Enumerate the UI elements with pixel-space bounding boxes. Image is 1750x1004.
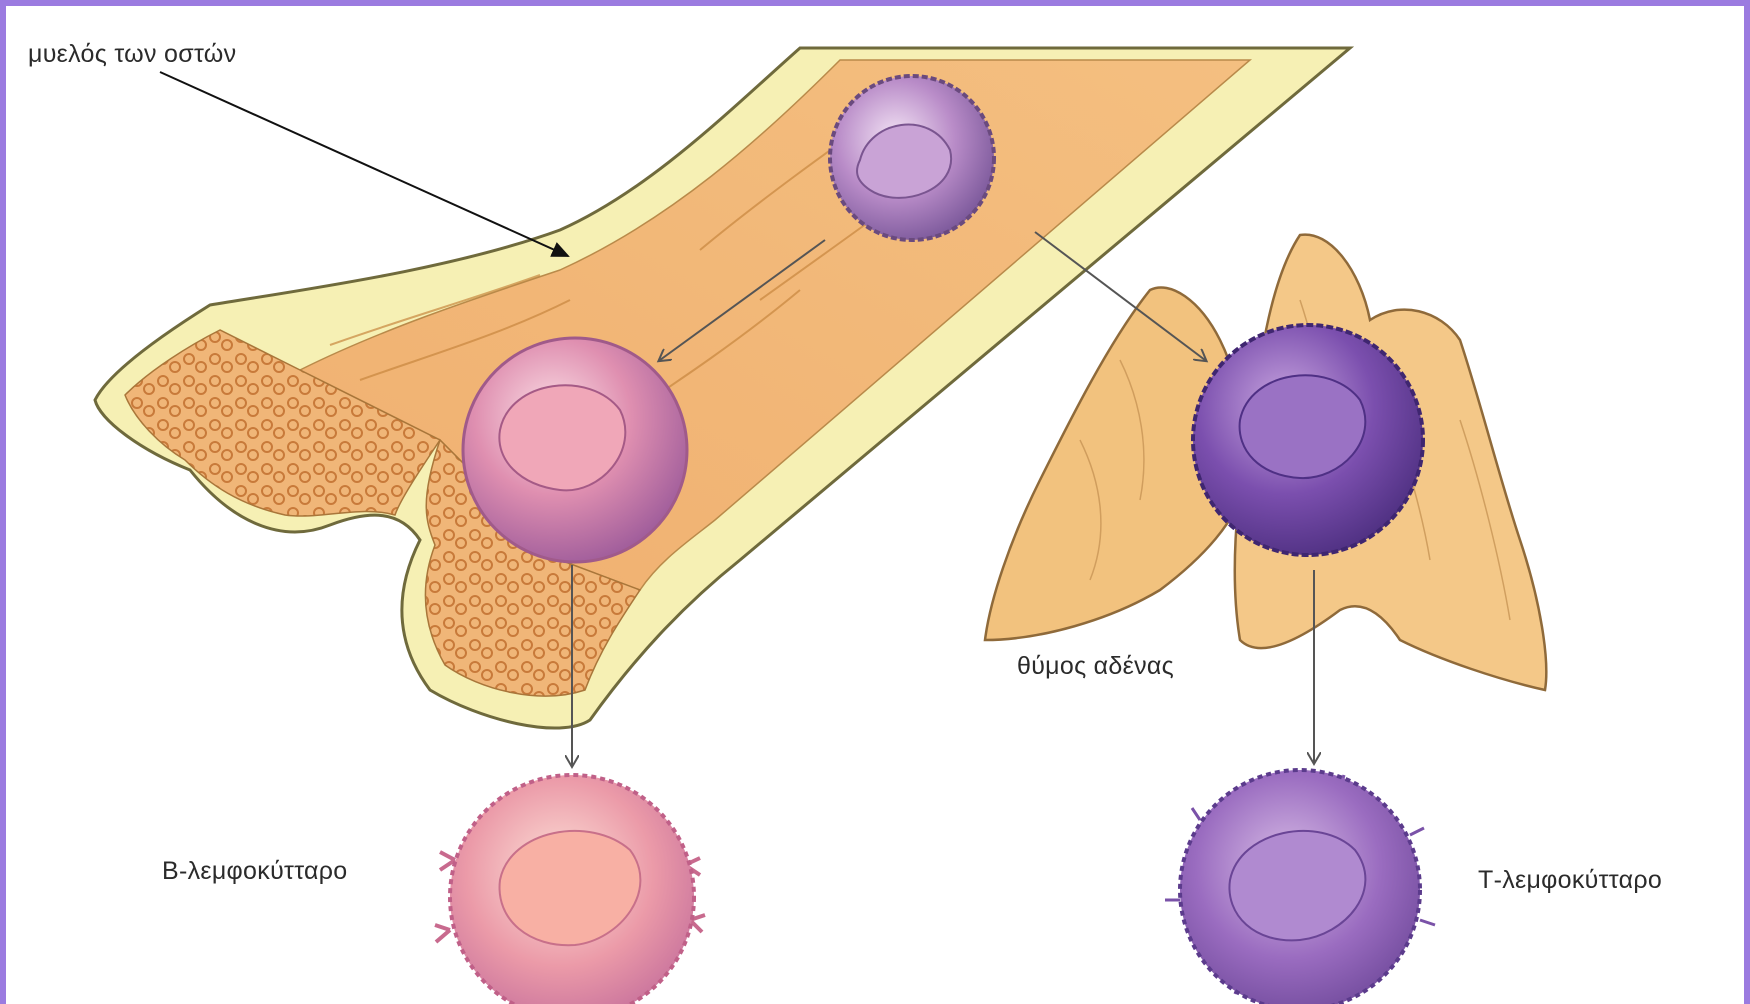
b-cell-precursor xyxy=(463,338,687,562)
t-lymphocyte-label: Τ-λεμφοκύτταρο xyxy=(1478,866,1662,895)
bone-marrow-label: μυελός των οστών xyxy=(28,40,236,69)
b-lymphocyte xyxy=(435,775,705,1004)
arrow-label-to-marrow xyxy=(160,72,568,256)
thymus-label: θύμος αδένας xyxy=(1017,652,1174,681)
thymocyte xyxy=(1193,325,1423,555)
stem-cell xyxy=(830,76,994,240)
b-lymphocyte-label: Β-λεμφοκύτταρο xyxy=(162,857,348,886)
t-lymphocyte xyxy=(1165,770,1435,1004)
